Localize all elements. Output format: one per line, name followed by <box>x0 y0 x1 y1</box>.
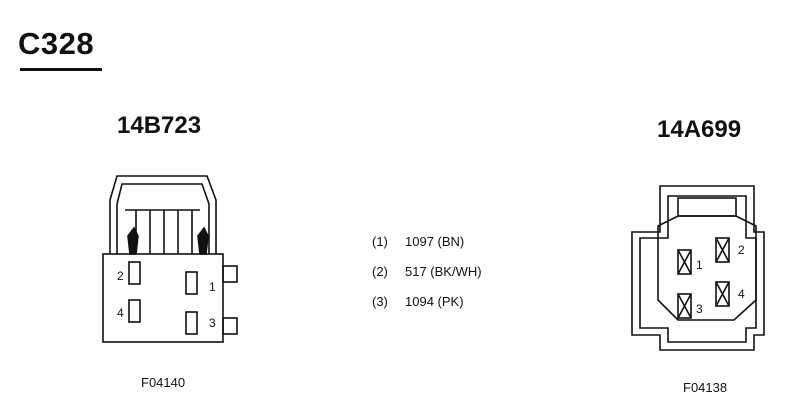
wire-row: (2) 517 (BK/WH) <box>372 262 482 292</box>
right-connector-pin-labels: 1 2 3 4 <box>696 243 745 316</box>
left-figure-id: F04140 <box>141 375 186 390</box>
wire-circuit: 1097 (BN) <box>405 234 465 249</box>
wire-row: (3) 1094 (PK) <box>372 292 482 322</box>
right-pin-label-2: 2 <box>738 243 745 257</box>
wire-pin: (2) <box>372 264 388 279</box>
right-figure-id: F04138 <box>683 380 728 395</box>
right-terminal-3 <box>677 293 692 319</box>
left-pin-label-4: 4 <box>117 306 124 320</box>
right-pin-label-3: 3 <box>696 302 703 316</box>
right-connector-name: 14A699 <box>657 116 742 143</box>
left-connector-drawing <box>102 175 238 343</box>
wire-list: (1) 1097 (BN) (2) 517 (BK/WH) (3) 1094 (PK) <box>372 232 482 322</box>
wire-pin: (1) <box>372 234 388 249</box>
right-pin-label-1: 1 <box>696 258 703 272</box>
right-pin-label-4: 4 <box>738 287 745 301</box>
connector-title: C328 <box>18 26 95 61</box>
left-connector-name: 14B723 <box>117 112 202 139</box>
right-connector-drawing <box>631 185 765 351</box>
right-terminal-2 <box>715 237 730 263</box>
wire-row: (1) 1097 (BN) <box>372 232 482 262</box>
left-connector-pin-labels: 2 4 1 3 <box>117 269 216 330</box>
right-terminal-4 <box>715 281 730 307</box>
left-pin-label-2: 2 <box>117 269 124 283</box>
wire-pin: (3) <box>372 294 388 309</box>
wire-circuit: 517 (BK/WH) <box>405 264 482 279</box>
left-pin-label-1: 1 <box>209 280 216 294</box>
wire-circuit: 1094 (PK) <box>405 294 464 309</box>
right-terminal-1 <box>677 249 692 275</box>
title-underline <box>20 68 102 71</box>
left-pin-label-3: 3 <box>209 316 216 330</box>
